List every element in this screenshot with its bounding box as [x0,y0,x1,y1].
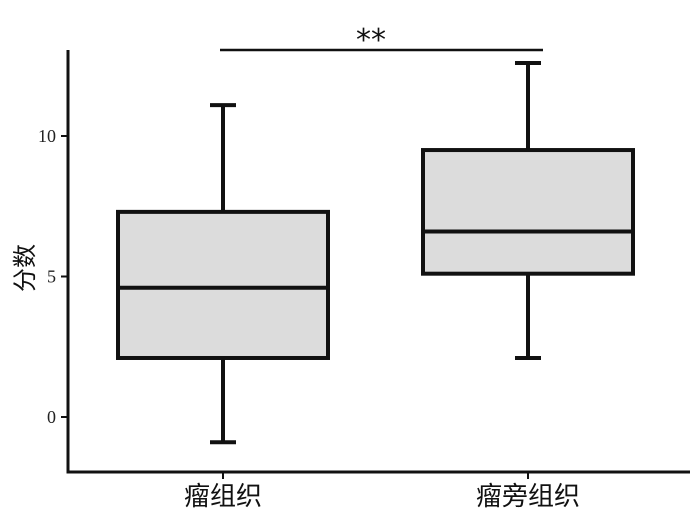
x-category-label: 瘤组织 [184,482,262,512]
iqr-box [421,148,635,276]
x-category-label: 瘤旁组织 [476,482,580,512]
y-tick-label: 0 [47,407,56,427]
box-group [421,60,635,360]
y-tick-label: 10 [38,126,56,146]
significance-stars: ** [356,23,386,58]
y-axis-title: 分数 [11,244,39,292]
boxes [116,60,635,445]
iqr-box [116,209,330,360]
y-ticks: 0 5 10 [38,126,68,427]
x-category-labels: 瘤组织 瘤旁组织 [184,472,580,512]
significance-annotation: ** [220,23,543,58]
y-tick-label: 5 [47,267,56,287]
box-group [116,103,330,445]
